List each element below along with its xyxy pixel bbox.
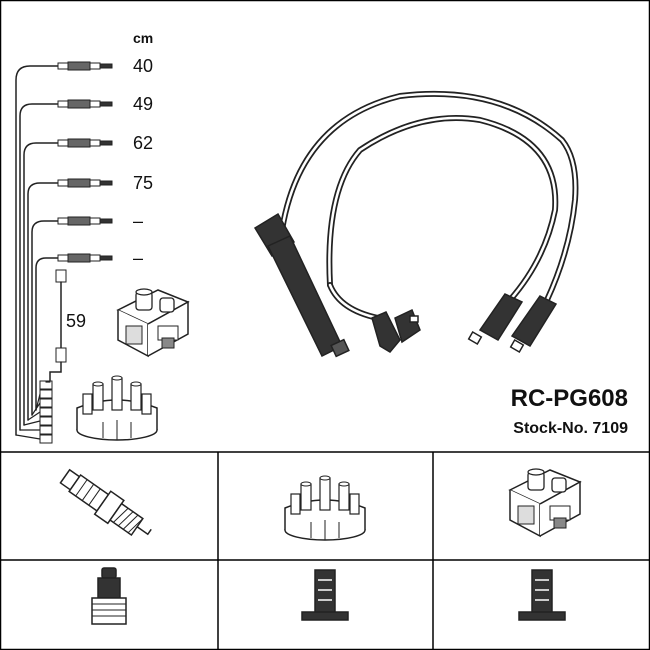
wire-length-6: –	[133, 248, 144, 268]
spark-plug-terminal-icon	[91, 567, 127, 625]
wire-length-4: 75	[133, 173, 154, 193]
coil-wire-icon	[49, 269, 67, 383]
distributor-terminal-icon	[301, 569, 349, 621]
coil-wire-length: 59	[66, 311, 87, 331]
spark-plug-boot-straight-icon	[253, 212, 350, 358]
spark-plug-boot-angled-icon	[371, 308, 421, 353]
wire-length-1: 40	[133, 56, 154, 76]
ignition-wire-pair-icon	[279, 90, 579, 321]
wire-length-5: –	[133, 211, 144, 231]
part-number: RC-PG608	[510, 385, 628, 412]
stock-number: Stock-No. 7109	[513, 420, 628, 437]
coil-terminal-icon	[518, 569, 566, 621]
unit-label: cm	[133, 30, 154, 46]
coil-boot-right-icon	[509, 295, 558, 353]
wire-length-2: 49	[133, 94, 154, 114]
ignition-wire-set-icon	[15, 61, 113, 444]
wire-length-3: 62	[133, 133, 154, 153]
coil-boot-left-icon	[467, 293, 524, 345]
spark-plug-icon	[59, 468, 152, 537]
